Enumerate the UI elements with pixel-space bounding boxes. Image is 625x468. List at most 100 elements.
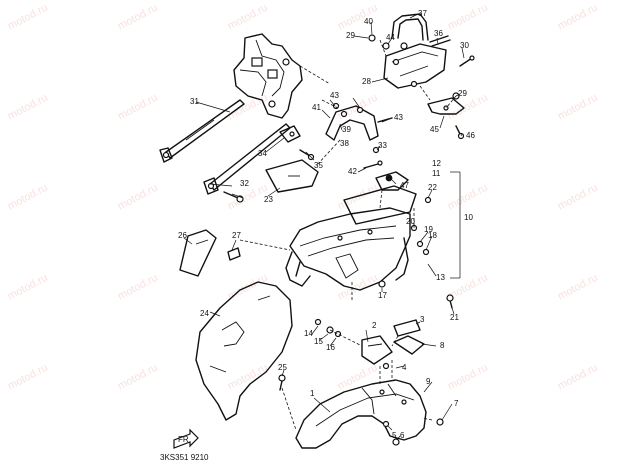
callout-37: 37 (418, 9, 427, 18)
watermark-text: motod.ru (6, 2, 50, 33)
watermark-text: motod.ru (336, 2, 380, 33)
callout-42: 42 (348, 167, 357, 176)
callout-26: 26 (178, 231, 187, 240)
bar-36 (429, 35, 451, 47)
callout-6: 6 (400, 431, 405, 440)
nut-4 (382, 362, 390, 370)
leader-lines (183, 13, 465, 441)
callout-40: 40 (364, 17, 373, 26)
callout-46: 46 (466, 131, 475, 140)
watermark-text: motod.ru (556, 362, 600, 393)
watermark-text: motod.ru (556, 2, 600, 33)
watermark-text: motod.ru (6, 362, 50, 393)
assembly-guide-lines (239, 39, 457, 431)
callout-15: 15 (314, 337, 323, 346)
bolt-17 (378, 280, 386, 288)
callout-8: 8 (440, 341, 445, 350)
watermark-text: motod.ru (116, 182, 160, 213)
fasteners-14-15-16 (314, 318, 342, 338)
callout-23: 23 (264, 195, 273, 204)
callout-13: 13 (436, 273, 445, 282)
callout-14: 14 (304, 329, 313, 338)
bolt-46 (455, 125, 465, 140)
watermark-text: motod.ru (116, 362, 160, 393)
watermark-text: motod.ru (336, 272, 380, 303)
watermark-text: motod.ru (446, 92, 490, 123)
callout-45: 45 (430, 125, 439, 134)
callout-17: 17 (378, 291, 387, 300)
callout-35: 35 (314, 161, 323, 170)
bolt-35 (299, 149, 315, 161)
callout-38: 38 (340, 139, 349, 148)
watermark-text: motod.ru (556, 272, 600, 303)
callout-11: 11 (432, 169, 441, 178)
callout-43a: 43 (330, 91, 339, 100)
callout-4: 4 (402, 363, 407, 372)
watermark-text: motod.ru (116, 2, 160, 33)
callout-24: 24 (200, 309, 209, 318)
rear-frame-bracket (233, 33, 303, 119)
callout-1: 1 (310, 389, 315, 398)
grab-rail-37 (391, 13, 429, 41)
watermark-text: motod.ru (556, 182, 600, 213)
watermark-layer: motod.ru motod.ru motod.ru motod.ru moto… (6, 2, 600, 393)
watermark-text: motod.ru (226, 362, 270, 393)
callout-5: 5 (392, 431, 397, 440)
callout-19: 19 (424, 225, 433, 234)
callout-31: 31 (190, 97, 199, 106)
callout-27: 27 (232, 231, 241, 240)
diagram-code: 3KS351 9210 (160, 453, 209, 462)
bolt-5-6-7 (382, 418, 444, 446)
callout-36: 36 (434, 29, 443, 38)
watermark-text: motod.ru (6, 182, 50, 213)
callout-22: 22 (428, 183, 437, 192)
callout-labels: 1 2 3 4 5 6 7 8 9 10 11 12 13 14 15 16 1… (178, 9, 475, 440)
clamp-8 (393, 335, 425, 355)
inner-fender-24 (195, 281, 293, 421)
callout-9: 9 (426, 377, 431, 386)
callout-28: 28 (362, 77, 371, 86)
callout-44: 44 (386, 33, 395, 42)
callout-34: 34 (258, 149, 267, 158)
stay-2 (361, 335, 393, 365)
callout-29a: 29 (346, 31, 355, 40)
bolt-33 (372, 146, 380, 154)
callout-12: 12 (432, 159, 441, 168)
callout-21: 21 (450, 313, 459, 322)
watermark-text: motod.ru (116, 272, 160, 303)
callout-2: 2 (372, 321, 377, 330)
watermark-text: motod.ru (116, 92, 160, 123)
callout-39: 39 (342, 125, 351, 134)
rear-fender-1 (295, 379, 427, 449)
callout-41: 41 (312, 103, 321, 112)
watermark-text: motod.ru (446, 182, 490, 213)
callout-7: 7 (454, 399, 459, 408)
rear-fender-body-10 (285, 207, 411, 291)
plate-3 (393, 319, 421, 337)
callout-16: 16 (326, 343, 335, 352)
watermark-text: motod.ru (446, 2, 490, 33)
pin-30 (459, 55, 475, 67)
seat-rail-plate (343, 185, 417, 225)
watermark-text: motod.ru (6, 92, 50, 123)
callout-3: 3 (420, 315, 425, 324)
callout-47: 47 (400, 181, 409, 190)
watermark-text: motod.ru (6, 272, 50, 303)
watermark-text: motod.ru (336, 182, 380, 213)
cover-plate-23 (265, 159, 319, 193)
license-bracket-26 (179, 229, 217, 277)
rear-carrier-28 (383, 43, 447, 89)
bracket-line-10-12-13 (450, 171, 461, 279)
bolt-22 (424, 196, 432, 204)
callout-32: 32 (240, 179, 249, 188)
rear-stay-bar-31 (159, 99, 245, 163)
watermark-text: motod.ru (226, 2, 270, 33)
watermark-text: motod.ru (556, 92, 600, 123)
stay-42 (363, 160, 383, 169)
callout-43b: 43 (394, 113, 403, 122)
front-direction-arrow: FR (173, 428, 199, 449)
fr-label: FR (178, 435, 189, 444)
bolt-25 (278, 374, 286, 391)
small-fasteners-top (368, 34, 408, 50)
